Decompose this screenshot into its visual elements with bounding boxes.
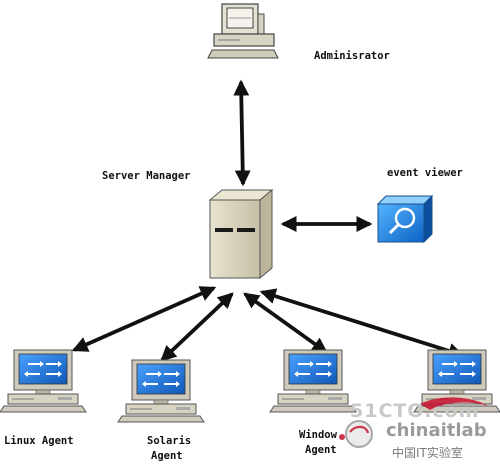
watermark-logo-icon bbox=[339, 397, 488, 448]
linux-agent-label: Linux Agent bbox=[4, 435, 74, 447]
server-tower-icon bbox=[208, 188, 274, 280]
connection-arrows bbox=[71, 79, 465, 362]
windows-agent-label-line2: Agent bbox=[305, 444, 337, 456]
windows-agent-label-line1: Window bbox=[299, 429, 337, 441]
watermark-site: 51CTO.com bbox=[350, 400, 480, 422]
arrow-server-windows bbox=[243, 292, 328, 354]
administrator-computer-icon bbox=[207, 3, 279, 59]
arrow-server-linux bbox=[71, 286, 217, 352]
watermark-brand: chinaitlab bbox=[386, 420, 487, 441]
arrow-server-agent4 bbox=[259, 288, 465, 359]
linux-agent-computer-icon bbox=[0, 349, 87, 413]
solaris-agent-label-line1: Solaris bbox=[147, 435, 192, 447]
event-viewer-magnifier-icon bbox=[376, 194, 434, 244]
event-viewer-label: event viewer bbox=[387, 167, 463, 179]
windows-agent-computer-icon bbox=[269, 349, 357, 413]
administrator-label: Adminisrator bbox=[314, 50, 390, 62]
solaris-agent-computer-icon bbox=[117, 359, 205, 423]
arrow-admin-server bbox=[233, 79, 251, 187]
server-manager-label: Server Manager bbox=[102, 170, 191, 182]
watermark-caption: 中国IT实验室 bbox=[392, 446, 463, 460]
solaris-agent-label-line2: Agent bbox=[151, 450, 183, 462]
arrow-server-solaris bbox=[160, 292, 234, 362]
